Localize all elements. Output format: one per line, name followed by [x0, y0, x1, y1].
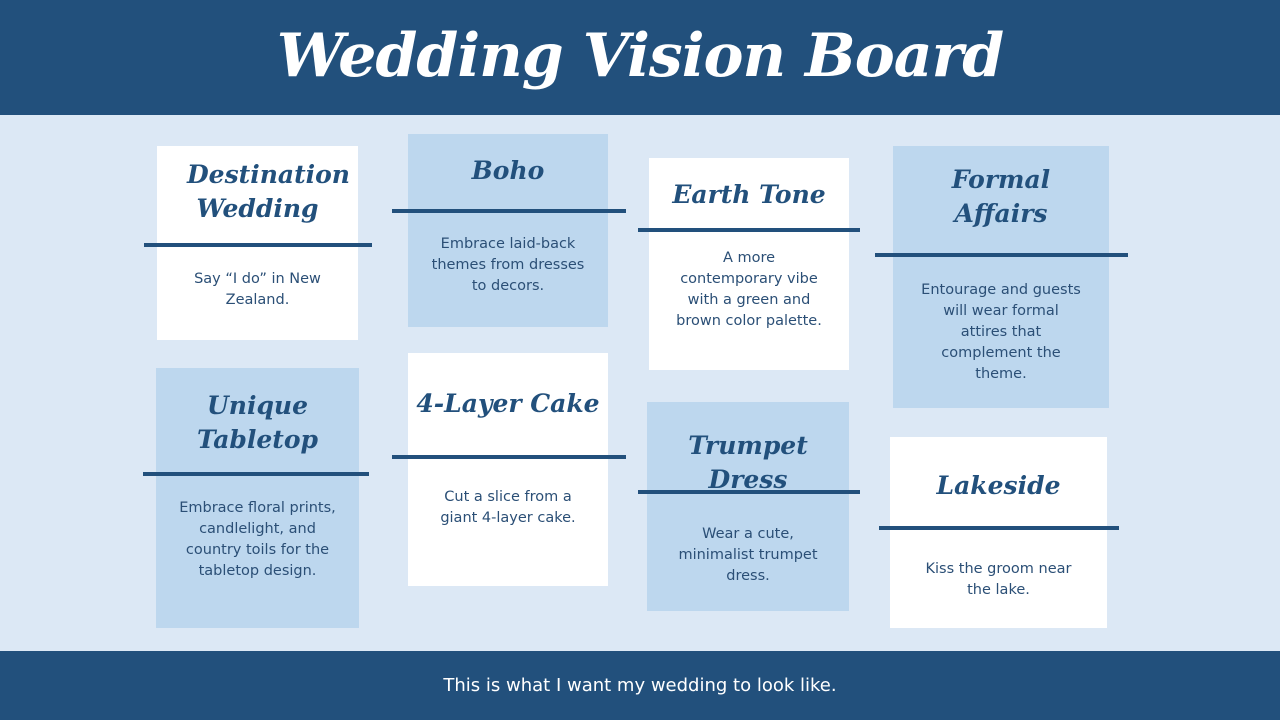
card-description: Say “I do” in New Zealand.	[194, 271, 321, 308]
header-banner: Wedding Vision Board	[0, 0, 1280, 115]
card-trumpet-dress: Trumpet Dress Wear a cute, minimalist tr…	[647, 402, 849, 611]
card-divider	[879, 526, 1119, 530]
card-title: Boho	[471, 156, 545, 185]
footer-banner: This is what I want my wedding to look l…	[0, 651, 1280, 720]
card-title: Formal Affairs	[951, 165, 1051, 228]
card-divider	[392, 455, 626, 459]
card-description: Wear a cute, minimalist trumpet dress.	[678, 526, 818, 584]
card-description: A more contemporary vibe with a green an…	[676, 250, 822, 329]
card-title: 4-Layer Cake	[416, 389, 600, 418]
card-title: Trumpet Dress	[688, 431, 808, 494]
card-divider	[143, 472, 369, 476]
footer-caption: This is what I want my wedding to look l…	[443, 675, 837, 696]
card-title: Earth Tone	[672, 180, 826, 209]
card-earth-tone: Earth Tone A more contemporary vibe with…	[649, 158, 849, 370]
card-divider	[144, 243, 372, 247]
card-title: Lakeside	[936, 471, 1061, 500]
card-unique-tabletop: Unique Tabletop Embrace floral prints, c…	[156, 368, 359, 628]
card-boho: Boho Embrace laid-back themes from dress…	[408, 134, 608, 327]
card-divider	[392, 209, 626, 213]
card-lakeside: Lakeside Kiss the groom near the lake.	[890, 437, 1107, 628]
page-title: Wedding Vision Board	[276, 20, 1004, 91]
card-title: Destination Wedding	[187, 160, 350, 223]
card-divider	[875, 253, 1128, 257]
card-divider	[638, 228, 860, 232]
card-description: Kiss the groom near the lake.	[925, 561, 1072, 598]
card-description: Embrace floral prints, candlelight, and …	[179, 500, 336, 579]
card-4-layer-cake: 4-Layer Cake Cut a slice from a giant 4-…	[408, 353, 608, 586]
card-divider	[638, 490, 860, 494]
card-title: Unique Tabletop	[197, 391, 318, 454]
card-description: Embrace laid-back themes from dresses to…	[431, 236, 585, 294]
card-description: Entourage and guests will wear formal at…	[921, 282, 1081, 382]
card-formal-affairs: Formal Affairs Entourage and guests will…	[893, 146, 1109, 408]
card-description: Cut a slice from a giant 4-layer cake.	[440, 489, 576, 526]
